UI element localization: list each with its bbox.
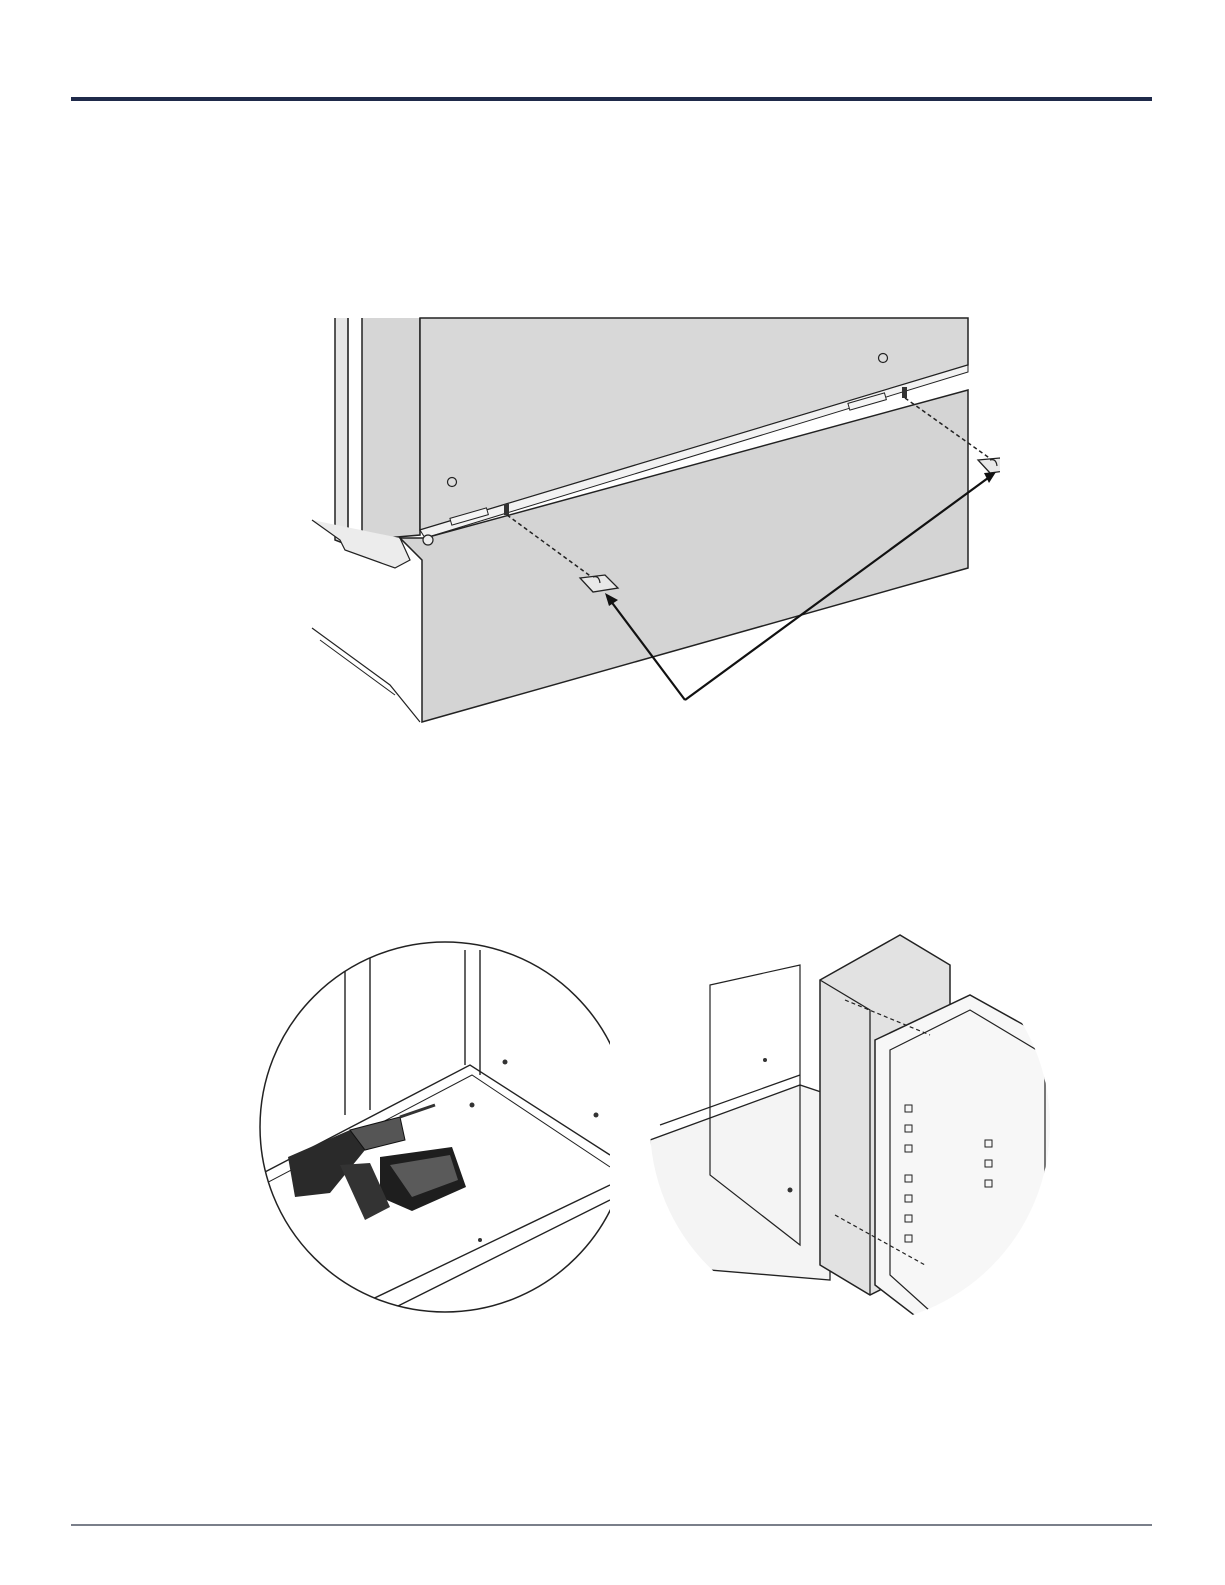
- leveling-bracket-icon: [978, 458, 1000, 473]
- bracket-installation-figure: [300, 310, 1000, 740]
- drill-detail-figure: [240, 935, 610, 1315]
- panel-alignment-figure: [650, 925, 1060, 1335]
- footer-rule: [71, 1524, 1152, 1526]
- header-rule: [71, 97, 1152, 101]
